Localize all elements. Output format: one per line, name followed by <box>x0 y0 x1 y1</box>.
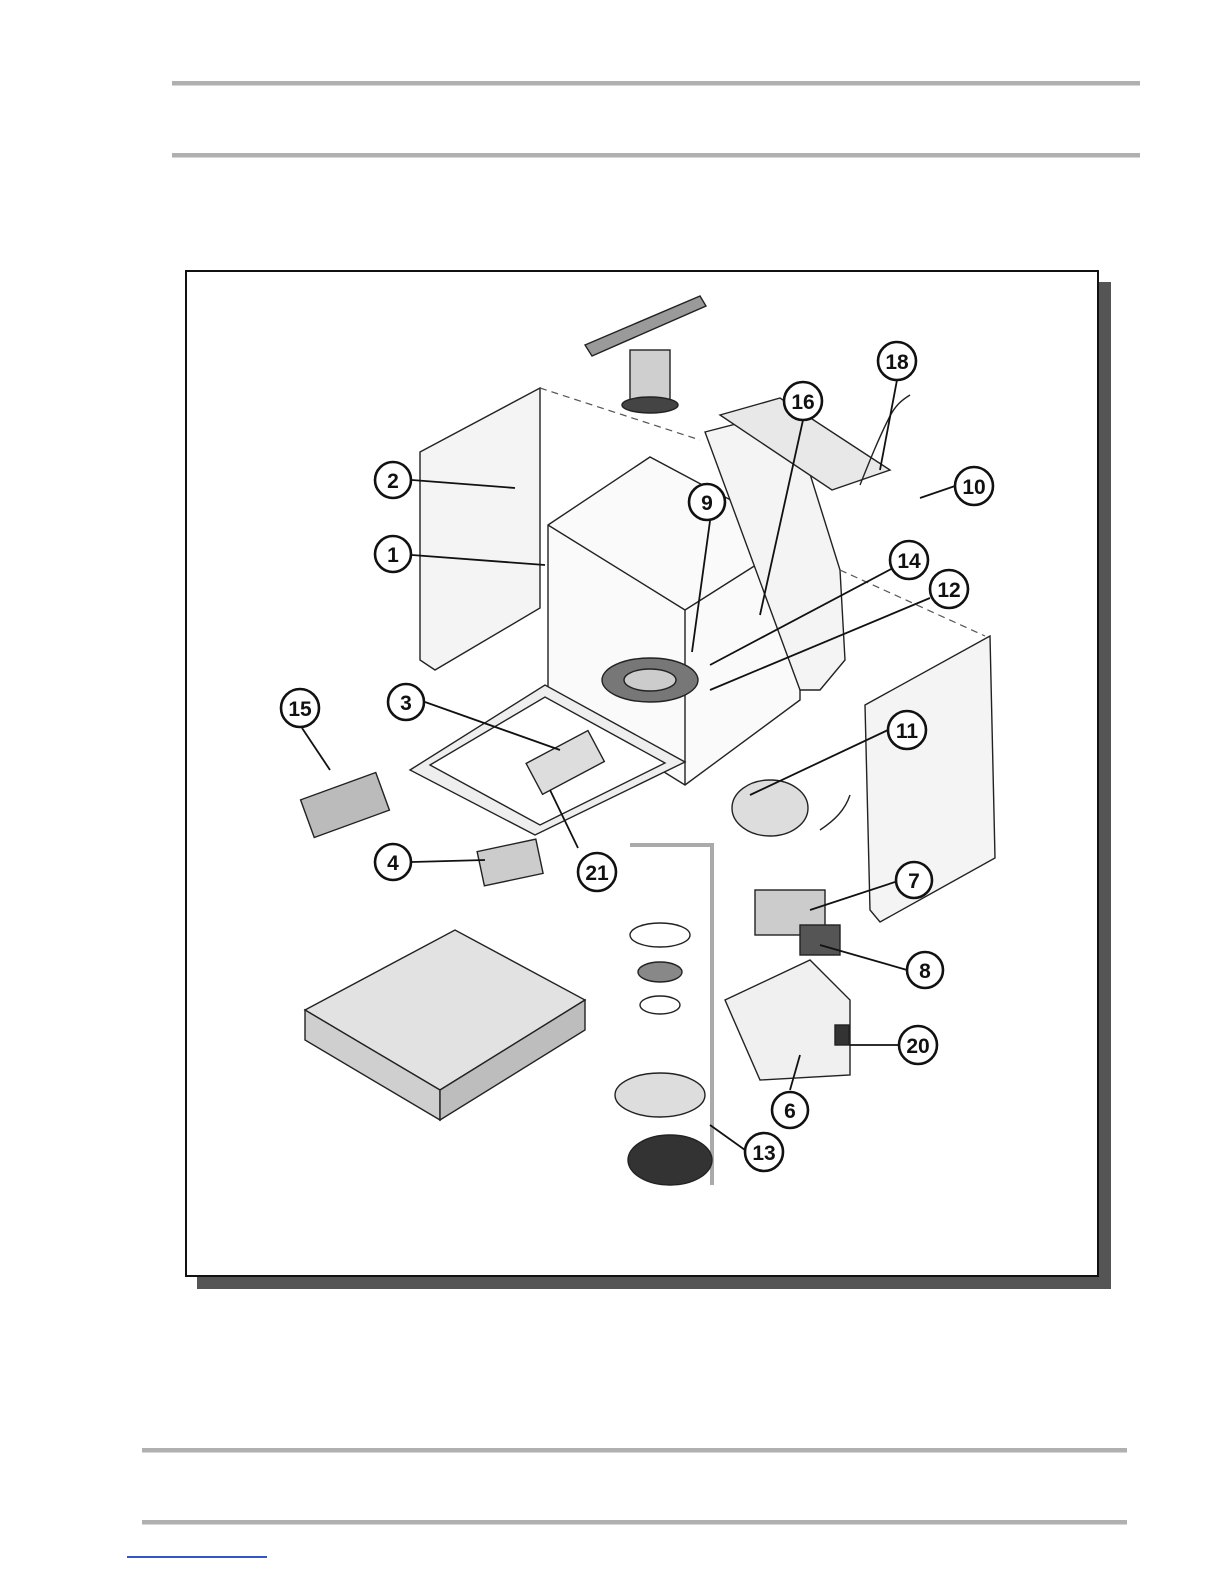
callout-8: 8 <box>907 952 943 988</box>
callout-4: 4 <box>375 844 411 880</box>
callout-16: 16 <box>784 382 822 420</box>
water-valve <box>755 890 840 955</box>
upper-spray-arm <box>585 296 706 413</box>
callout-21-label: 21 <box>585 862 609 885</box>
callout-14: 14 <box>890 541 928 579</box>
callout-13: 13 <box>745 1133 783 1171</box>
drain-pump <box>732 780 850 836</box>
callout-16-label: 16 <box>791 391 814 414</box>
callout-18-label: 18 <box>885 351 909 374</box>
control-module <box>477 839 543 886</box>
callout-6: 6 <box>772 1092 808 1128</box>
base-bracket <box>725 960 850 1080</box>
callout-10-label: 10 <box>962 476 985 499</box>
callout-20: 20 <box>899 1026 937 1064</box>
callout-2-label: 2 <box>387 470 399 493</box>
callout-2: 2 <box>375 462 411 498</box>
callout-14-label: 14 <box>897 550 921 573</box>
callout-7: 7 <box>896 862 932 898</box>
callout-9-label: 9 <box>701 492 713 515</box>
callout-21: 21 <box>578 853 616 891</box>
callout-3-label: 3 <box>400 692 412 715</box>
callout-3: 3 <box>388 684 424 720</box>
dish-rack <box>305 930 585 1120</box>
wash-arm-base <box>602 658 698 702</box>
callout-6-label: 6 <box>784 1100 796 1123</box>
callout-13-label: 13 <box>752 1142 775 1165</box>
callout-11-label: 11 <box>896 720 919 743</box>
callout-7-label: 7 <box>908 870 920 893</box>
callout-4-label: 4 <box>387 852 399 875</box>
callout-12-label: 12 <box>937 579 960 602</box>
footer-rule-bottom <box>142 1520 1127 1525</box>
callout-15-label: 15 <box>288 698 312 721</box>
footer-rule-top <box>142 1448 1127 1453</box>
callout-20-label: 20 <box>906 1035 929 1058</box>
callout-12: 12 <box>930 570 968 608</box>
door-latch <box>301 773 390 838</box>
callout-11: 11 <box>888 711 926 749</box>
callout-18: 18 <box>878 342 916 380</box>
motor-assembly-stack <box>615 845 712 1185</box>
callout-8-label: 8 <box>919 960 931 983</box>
callout-1: 1 <box>375 536 411 572</box>
footer-link-underline[interactable] <box>127 1556 267 1558</box>
callout-10: 10 <box>955 467 993 505</box>
callout-15: 15 <box>281 689 319 727</box>
callout-1-label: 1 <box>387 544 399 567</box>
callout-9: 9 <box>689 484 725 520</box>
